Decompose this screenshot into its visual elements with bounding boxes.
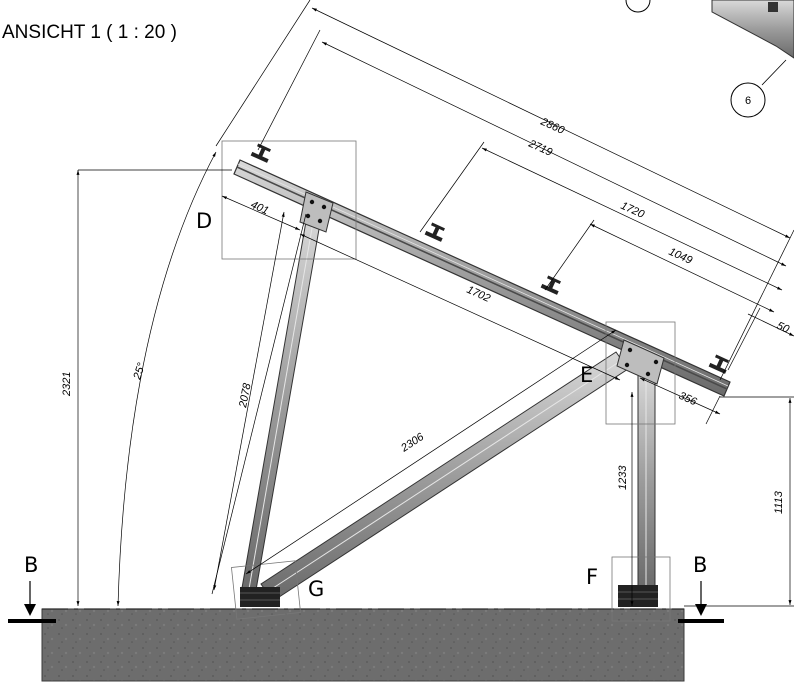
callout-6: 6 — [625, 0, 794, 118]
dim-1113: 1113 — [773, 490, 785, 514]
section-label-right: B — [693, 553, 707, 577]
front-leg — [241, 209, 323, 591]
dim-25deg: 25° — [131, 361, 148, 382]
dim-2860: 2860 — [538, 115, 567, 137]
dimension-lines — [76, 0, 794, 607]
diagonal-brace — [260, 351, 629, 602]
dim-1720: 1720 — [619, 200, 647, 221]
dim-2321: 2321 — [61, 372, 73, 397]
section-marker-left: B — [8, 553, 56, 623]
callout-number: 6 — [745, 95, 751, 107]
clamp-1 — [250, 143, 271, 163]
dim-50: 50 — [775, 320, 792, 336]
module-clamps — [250, 143, 729, 374]
view-title: ANSICHT 1 ( 1 : 20 ) — [2, 22, 177, 43]
dim-1233: 1233 — [617, 465, 629, 490]
clamp-4 — [708, 354, 729, 374]
detail-label-f: F — [586, 565, 598, 589]
dim-2306: 2306 — [398, 431, 427, 456]
dim-356: 356 — [677, 390, 699, 409]
detail-label-d: D — [196, 209, 212, 233]
clamp-3 — [540, 275, 561, 295]
concrete-foundation — [41, 608, 685, 682]
detail-box-d — [221, 140, 357, 260]
detail-box-f — [611, 556, 671, 622]
section-label-left: B — [24, 553, 38, 577]
detail-label-g: G — [308, 577, 324, 601]
dim-1049: 1049 — [667, 246, 694, 267]
clamp-2 — [424, 222, 445, 242]
dim-2719: 2719 — [526, 137, 554, 158]
foot-pad-g — [240, 587, 280, 607]
dim-2078: 2078 — [237, 381, 254, 409]
section-marker-right: B — [678, 553, 724, 623]
foot-pad-f — [618, 585, 658, 607]
dim-401: 401 — [249, 199, 271, 218]
